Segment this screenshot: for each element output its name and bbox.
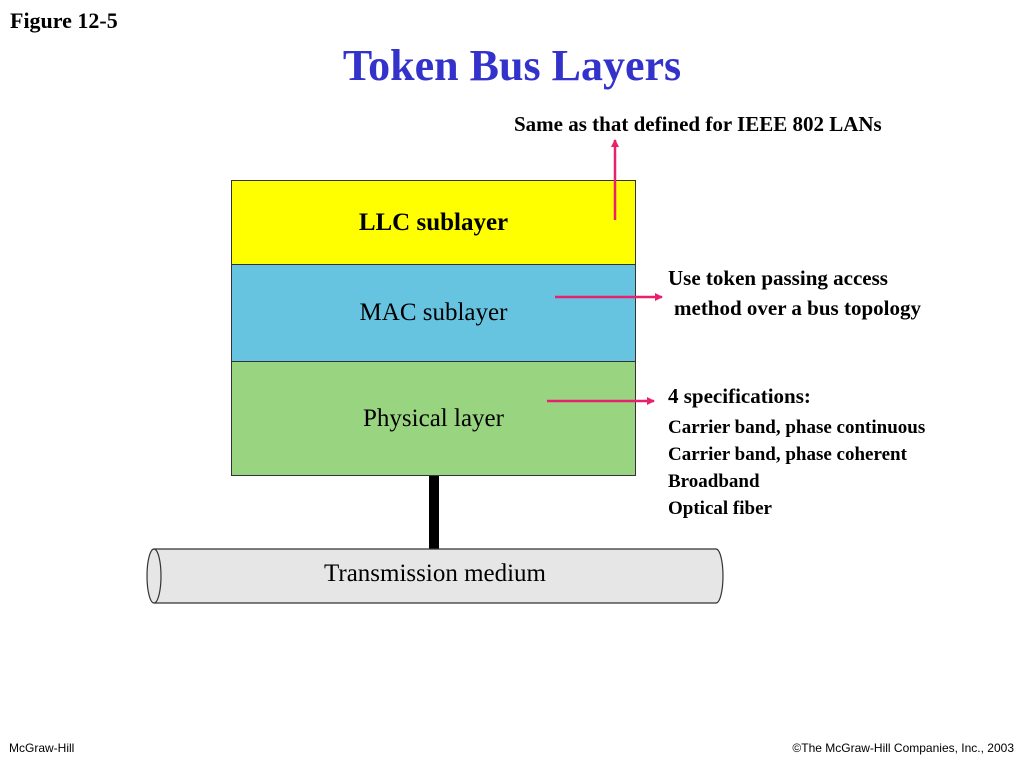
llc-sublayer-box: LLC sublayer <box>231 180 636 265</box>
llc-sublayer-label: LLC sublayer <box>358 208 509 236</box>
physical-layer-label: Physical layer <box>363 404 504 432</box>
bus-connector <box>429 476 439 550</box>
mac-sublayer-box: MAC sublayer <box>231 264 636 362</box>
mac-sublayer-label: MAC sublayer <box>359 299 508 326</box>
physical-spec-item: Carrier band, phase coherent <box>668 444 907 465</box>
mac-note-line2: method over a bus topology <box>674 296 921 320</box>
figure-label: Figure 12-5 <box>10 8 118 33</box>
footer-publisher: McGraw-Hill <box>9 741 75 755</box>
footer-copyright: ©The McGraw-Hill Companies, Inc., 2003 <box>792 741 1014 755</box>
physical-spec-item: Carrier band, phase continuous <box>668 417 926 438</box>
physical-layer-box: Physical layer <box>231 361 636 476</box>
physical-spec-item: Broadband <box>668 471 760 492</box>
physical-spec-item: Optical fiber <box>668 498 772 519</box>
llc-note: Same as that defined for IEEE 802 LANs <box>514 112 882 136</box>
physical-note-heading: 4 specifications: <box>668 384 811 408</box>
physical-spec-list: Carrier band, phase continuous Carrier b… <box>668 414 925 522</box>
diagram-title: Token Bus Layers <box>342 41 682 90</box>
transmission-medium-label: Transmission medium <box>323 560 547 587</box>
transmission-medium <box>146 548 724 604</box>
mac-note-line1: Use token passing access <box>668 266 888 290</box>
